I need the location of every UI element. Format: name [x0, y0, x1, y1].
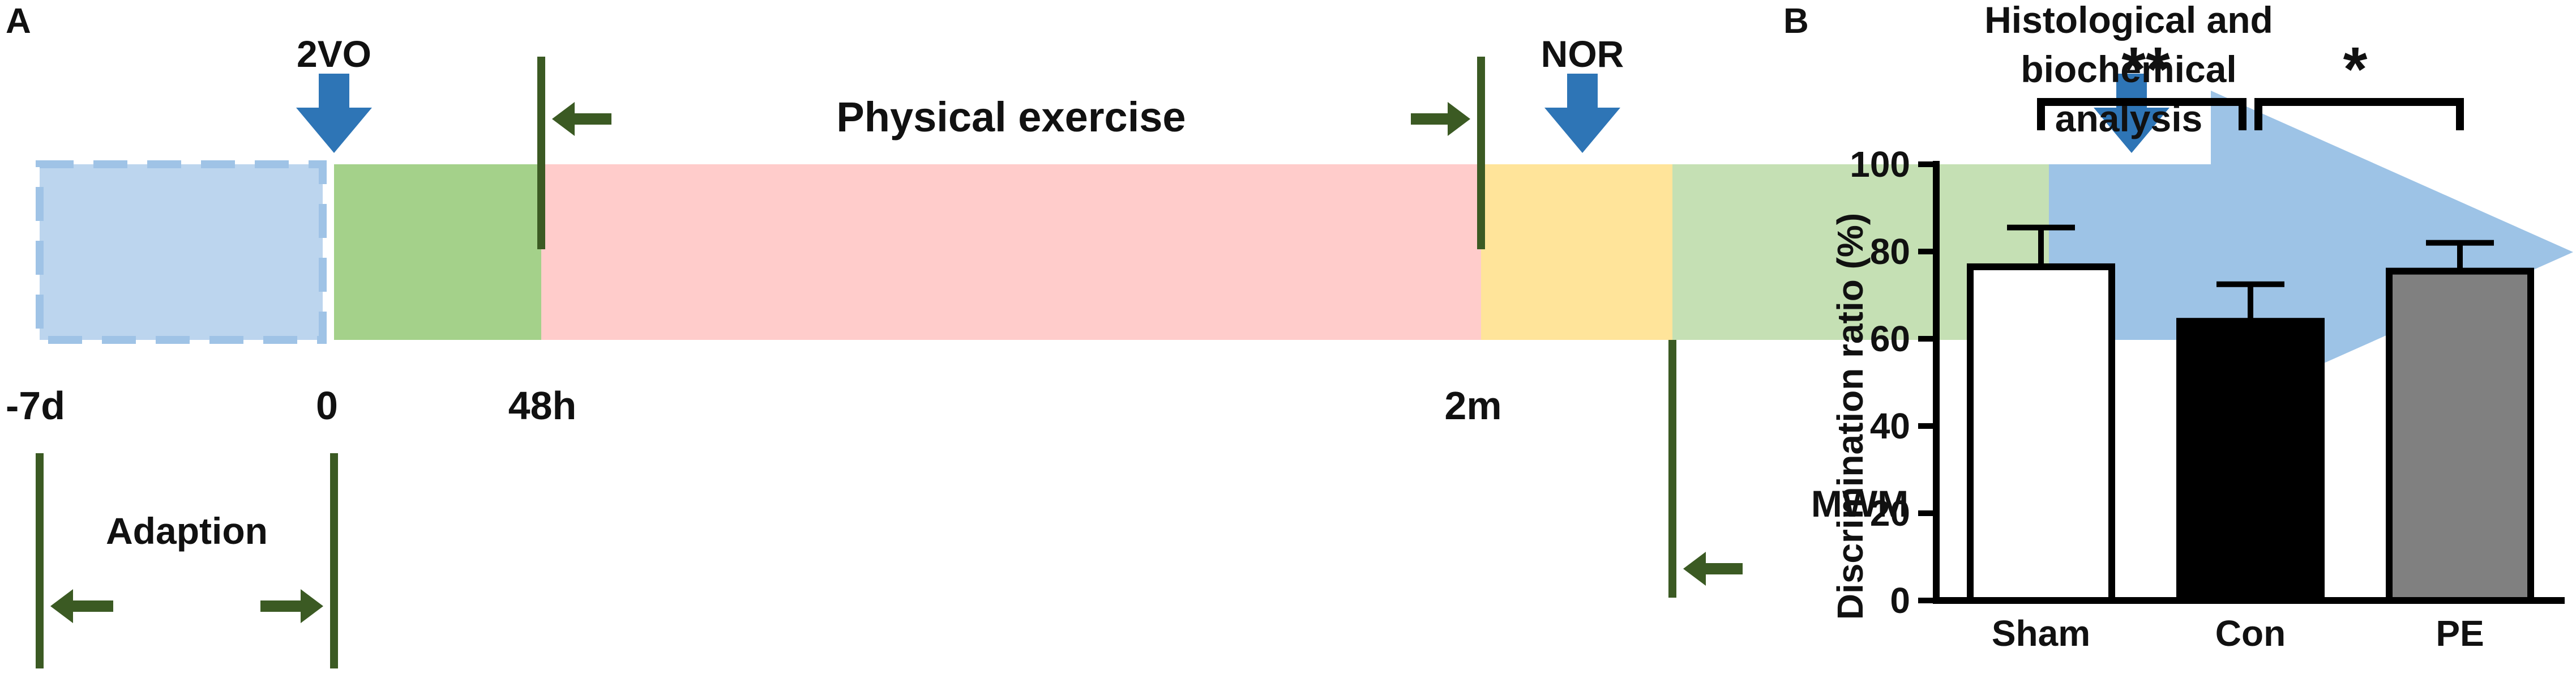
exercise-left-arrow: [552, 102, 611, 136]
nor-marker-arrow: [1544, 74, 1620, 153]
adaption-segment: [36, 160, 327, 344]
timeline-panel: A 2VO: [6, 0, 2573, 668]
bracket-lines: [36, 57, 2053, 668]
x-tick-label: PE: [2436, 613, 2484, 654]
mwm-label: MWM: [1811, 483, 1909, 525]
analysis-label-line2: biochemical: [2021, 48, 2236, 90]
y-tick-label: 20: [1870, 493, 1910, 534]
bar-con: [2176, 318, 2325, 604]
bar-chart-panel: B Discrimination ratio (%) 0 20 40 60 80 100S…: [1783, 2, 2565, 654]
y-axis-label: Discrimination ratio (%): [1830, 213, 1871, 620]
significance-bracket: [2254, 98, 2464, 130]
postsurgery-segment: [334, 164, 541, 340]
time-point-2m: 2m: [1444, 384, 1501, 428]
panel-label-a: A: [6, 2, 31, 41]
adaption-left-arrow: [50, 589, 113, 623]
exercise-right-arrow: [1411, 102, 1470, 136]
adaption-right-arrow: [260, 589, 323, 623]
bar-pe: [2386, 267, 2534, 604]
y-tick-label: 40: [1870, 406, 1910, 446]
y-tick-label: 60: [1870, 318, 1910, 359]
mwm-left-arrow: [1683, 552, 1743, 586]
exercise-segment: [541, 164, 1481, 340]
time-point-zero: 0: [316, 384, 338, 428]
nor-label: NOR: [1541, 33, 1624, 75]
time-point-minus7d: -7d: [6, 384, 65, 428]
analysis-label-line1: Histological and: [1984, 0, 2273, 41]
panel-label-b: B: [1783, 2, 1809, 41]
y-tick-label: 100: [1850, 144, 1910, 185]
significance-bracket: [2037, 98, 2246, 130]
y-tick-label: 0: [1890, 580, 1910, 621]
time-point-48h: 48h: [508, 384, 577, 428]
surgery-marker-arrow: [296, 74, 372, 153]
bar-sham: [1967, 263, 2115, 604]
adaption-label: Adaption: [106, 510, 268, 552]
significance-label: *: [2343, 35, 2368, 104]
surgery-label: 2VO: [297, 33, 371, 75]
significance-label: **: [2121, 35, 2170, 104]
nor-segment: [1481, 164, 1672, 340]
x-tick-label: Sham: [1992, 613, 2090, 654]
exercise-label: Physical exercise: [836, 93, 1186, 140]
x-tick-label: Con: [2215, 613, 2286, 654]
y-tick-label: 80: [1870, 231, 1910, 272]
